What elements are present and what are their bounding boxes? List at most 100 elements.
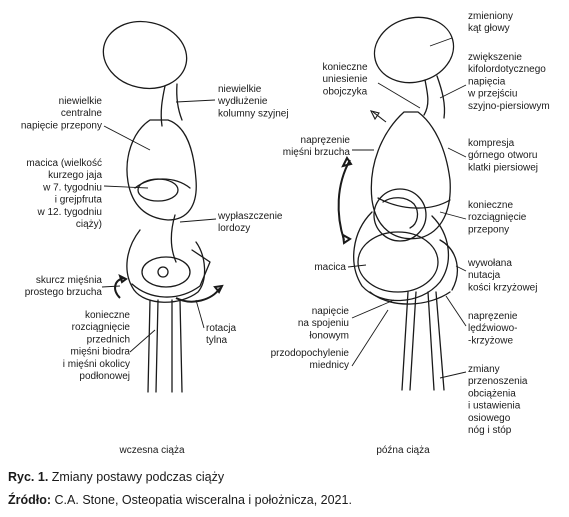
early-uterus (141, 256, 191, 288)
label-line: niewielkie (218, 84, 262, 95)
label-line: mięśni biodra (71, 347, 131, 358)
leader-early-rotation (195, 299, 205, 329)
label-line: rozciągnięcie (468, 212, 527, 223)
label-line: napięcie (312, 306, 350, 317)
late-leg-3 (427, 291, 435, 391)
leader-late-clavicle (377, 82, 421, 109)
label-line: w przejściu (467, 89, 517, 100)
label-line: kurzego jaja (48, 170, 102, 181)
late-fetus-head (373, 188, 427, 242)
label-line: klatki piersiowej (468, 162, 538, 173)
early-leg-2 (155, 299, 159, 393)
label-line: napręzenie (468, 311, 518, 322)
label-line: obciążenia (468, 388, 516, 399)
early-embryo (157, 266, 169, 278)
label-line: i mięśni okolicy (63, 359, 130, 370)
late-leg-2 (409, 291, 417, 391)
late-neck-back (436, 75, 446, 119)
leader-early-diaphragm (103, 125, 151, 151)
leader-late-thorax (447, 147, 467, 158)
early-uterus-high (137, 178, 179, 202)
label-line: prostego brzucha (25, 287, 103, 298)
late-clavicle-arrowhead (369, 110, 380, 121)
late-abdominal-arrow (337, 159, 351, 241)
early-leg-1 (147, 299, 151, 393)
label-line: przodopochylenie (271, 348, 350, 359)
late-abdomen (353, 211, 450, 302)
late-neck-front (423, 79, 429, 116)
label-line: wydłużenie (217, 96, 268, 107)
late-clavicle-arrow (372, 111, 387, 123)
early-pelvis (131, 249, 211, 298)
panel-title-late: późna ciąża (376, 445, 430, 456)
label-line: -krzyżowe (468, 335, 513, 346)
early-thorax (126, 119, 197, 221)
label-line: kifolordotycznego (468, 64, 546, 75)
leader-late-pelvis (351, 309, 389, 367)
label-line: wypłaszczenie (217, 211, 283, 222)
leader-late-symphysis (351, 299, 395, 319)
label-line: tylna (206, 335, 228, 346)
label-line: w 7. tygodniu (42, 182, 102, 193)
label-line: skurcz mięśnia (36, 275, 103, 286)
early-neck-front (160, 85, 166, 127)
label-line: konieczne (322, 62, 367, 73)
early-rectus-arrowhead (118, 274, 128, 284)
late-uterus (357, 231, 439, 293)
label-line: niewielkie (59, 96, 103, 107)
leader-late-head (429, 37, 453, 47)
label-line: mięśni brzucha (283, 147, 351, 158)
label-line: zwiększenie (468, 52, 522, 63)
leader-late-kypho (439, 84, 467, 99)
label-line: kompresja (468, 138, 515, 149)
early-leg-4 (179, 299, 183, 393)
leader-late-nutation (455, 265, 467, 272)
label-line: macica (wielkość (26, 158, 102, 169)
label-line: lordozy (218, 223, 250, 234)
late-abdominal-arrowhead-bottom (341, 233, 352, 245)
late-leg-4 (435, 291, 445, 391)
late-pelvis (369, 291, 451, 305)
leader-late-lumbosacral (445, 295, 467, 327)
leader-early-rectus (101, 285, 121, 288)
early-rotation-arrowhead (213, 284, 224, 294)
source-label: Źródło: (8, 493, 52, 507)
label-line: wywołana (467, 258, 512, 269)
label-line: nutacja (468, 270, 501, 281)
early-head (102, 20, 188, 90)
label-line: obojczyka (323, 86, 368, 97)
label-line: napięcie przepony (21, 120, 102, 131)
label-labels-right-uterus: macica (314, 262, 346, 273)
label-line: przenoszenia (468, 376, 528, 387)
label-line: podłonowej (79, 371, 130, 382)
label-line: górnego otworu (468, 150, 538, 161)
label-line: zmiany (468, 364, 500, 375)
source-text: C.A. Stone, Osteopatia wisceralna i poło… (54, 493, 352, 507)
label-line: konieczne (468, 200, 513, 211)
label-line: osiowego (468, 413, 511, 424)
label-line: lędźwiowo- (468, 323, 517, 334)
label-line: łonowym (310, 330, 349, 341)
label-line: ciąży) (76, 219, 102, 230)
caption-title: Zmiany postawy podczas ciąży (51, 470, 225, 484)
label-line: rotacja (206, 323, 236, 334)
leader-early-uterus (103, 185, 149, 189)
panel-title-early: wczesna ciąża (118, 445, 184, 456)
late-pregnancy-figure (337, 16, 458, 391)
leader-early-stretch (129, 329, 156, 353)
figure-caption: Ryc. 1. Zmiany postawy podczas ciąży (8, 470, 224, 484)
label-line: rozciągnięcie (72, 322, 131, 333)
late-head (373, 16, 455, 84)
label-line: napręzenie (301, 135, 351, 146)
